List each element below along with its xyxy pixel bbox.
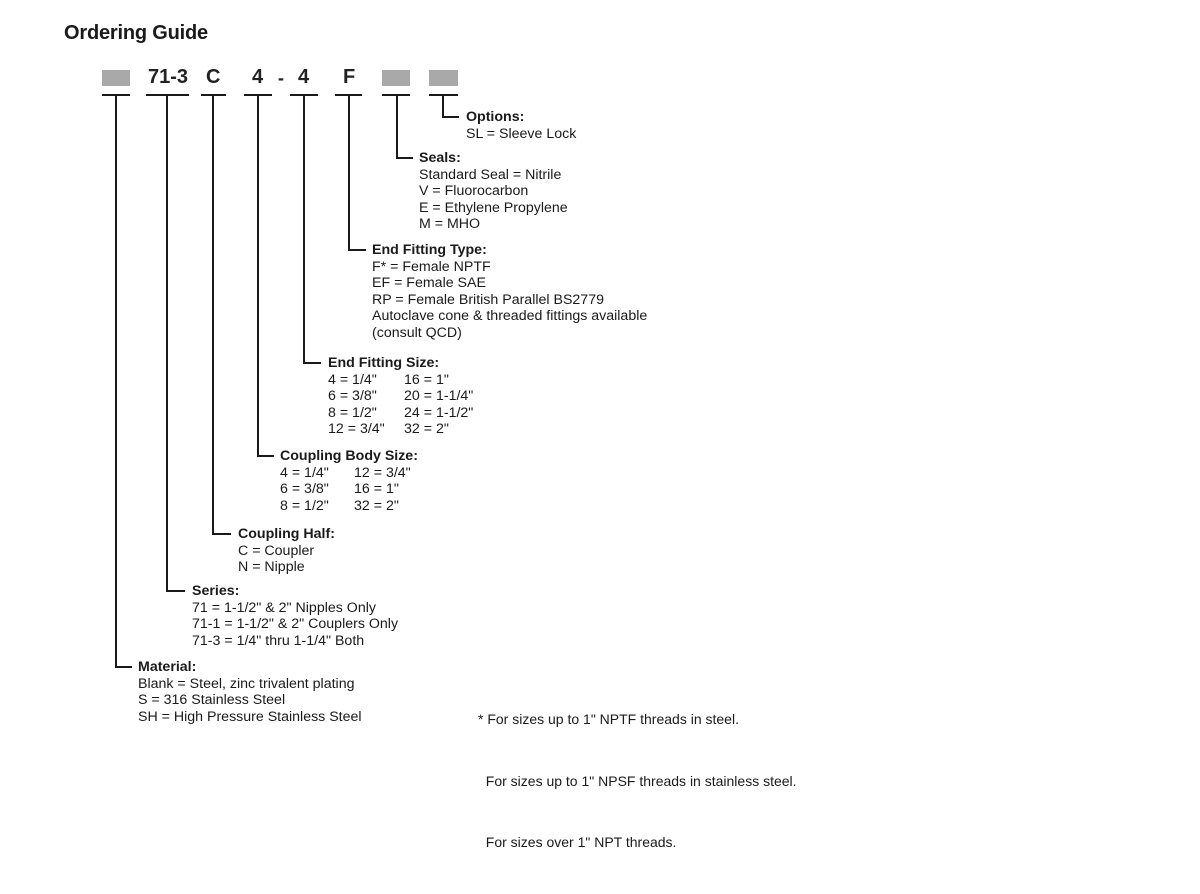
end-fitting-size-row: 8 = 1/2" 24 = 1-1/2" [328, 405, 473, 422]
size-cell: 12 = 3/4" [328, 421, 385, 438]
series-item: 71 = 1-1/2" & 2" Nipples Only [192, 599, 376, 616]
end-fitting-size-row: 4 = 1/4" 16 = 1" [328, 372, 473, 389]
end-fitting-type-block: End Fitting Type: F* = Female NPTF EF = … [372, 242, 647, 342]
page-title: Ordering Guide [64, 22, 208, 44]
footnote-line: * For sizes up to 1" NPTF threads in ste… [478, 711, 739, 727]
leader-seals [396, 95, 413, 159]
material-placeholder-box [102, 70, 130, 86]
end-fitting-size-row: 6 = 3/8" 20 = 1-1/4" [328, 388, 473, 405]
material-heading: Material: [138, 659, 197, 675]
leader-end-type [348, 95, 366, 251]
seals-item: M = MHO [419, 216, 481, 233]
end-fitting-type-heading: End Fitting Type: [372, 242, 487, 258]
material-item: Blank = Steel, zinc trivalent plating [138, 675, 355, 692]
code-series: 71-3 [148, 66, 189, 88]
end-fitting-type-item: EF = Female SAE [372, 275, 486, 292]
seals-item: Standard Seal = Nitrile [419, 166, 562, 183]
coupling-body-size-heading: Coupling Body Size: [280, 448, 418, 464]
options-placeholder-box [429, 70, 458, 86]
leader-series [166, 95, 185, 592]
material-block: Material: Blank = Steel, zinc trivalent … [138, 659, 362, 725]
material-item: S = 316 Stainless Steel [138, 692, 286, 709]
size-cell: 16 = 1" [354, 481, 399, 498]
size-cell: 8 = 1/2" [280, 497, 329, 514]
leader-end-size [303, 95, 321, 364]
size-cell: 20 = 1-1/4" [404, 388, 474, 405]
end-fitting-size-block: End Fitting Size: 4 = 1/4" 16 = 1" 6 = 3/… [328, 355, 473, 438]
size-cell: 4 = 1/4" [328, 371, 377, 388]
options-block: Options: SL = Sleeve Lock [466, 109, 576, 142]
size-cell: 6 = 3/8" [328, 388, 377, 405]
coupling-half-item: C = Coupler [238, 542, 315, 559]
size-cell: 24 = 1-1/2" [404, 404, 474, 421]
end-fitting-size-row: 12 = 3/4" 32 = 2" [328, 421, 473, 438]
coupling-body-size-row: 6 = 3/8" 16 = 1" [280, 481, 418, 498]
code-end-type: F [343, 66, 356, 88]
code-dash: - [278, 68, 284, 88]
series-heading: Series: [192, 583, 240, 599]
size-cell: 32 = 2" [354, 497, 399, 514]
size-cell: 8 = 1/2" [328, 404, 377, 421]
options-heading: Options: [466, 109, 525, 125]
options-item: SL = Sleeve Lock [466, 125, 577, 142]
size-cell: 12 = 3/4" [354, 464, 411, 481]
leader-half [212, 95, 231, 535]
coupling-half-heading: Coupling Half: [238, 526, 335, 542]
coupling-body-size-row: 8 = 1/2" 32 = 2" [280, 498, 418, 515]
footnote-line: For sizes over 1" NPT threads. [478, 834, 677, 850]
material-item: SH = High Pressure Stainless Steel [138, 708, 362, 725]
size-cell: 4 = 1/4" [280, 464, 329, 481]
end-fitting-type-item: Autoclave cone & threaded fittings avail… [372, 308, 648, 325]
end-fitting-type-item: F* = Female NPTF [372, 258, 491, 275]
ordering-guide-diagram: Ordering Guide 71-3 C 4 - 4 F Options: S… [64, 22, 797, 850]
size-cell: 6 = 3/8" [280, 481, 329, 498]
footnote: * For sizes up to 1" NPTF threads in ste… [478, 668, 797, 894]
footnote-line: For sizes up to 1" NPSF threads in stain… [478, 772, 797, 789]
connector-lines [102, 94, 459, 668]
seals-item: V = Fluorocarbon [419, 183, 529, 200]
seals-heading: Seals: [419, 150, 461, 166]
leader-options [442, 95, 459, 118]
series-item: 71-3 = 1/4" thru 1-1/4" Both [192, 632, 365, 649]
size-cell: 32 = 2" [404, 421, 449, 438]
coupling-body-size-block: Coupling Body Size: 4 = 1/4" 12 = 3/4" 6 … [280, 448, 418, 514]
coupling-half-item: N = Nipple [238, 559, 305, 576]
size-cell: 16 = 1" [404, 371, 449, 388]
series-item: 71-1 = 1-1/2" & 2" Couplers Only [192, 616, 399, 633]
leader-material [115, 95, 132, 668]
code-end-size: 4 [298, 66, 310, 88]
seals-placeholder-box [382, 70, 410, 86]
end-fitting-type-item: RP = Female British Parallel BS2779 [372, 291, 604, 308]
code-body-size: 4 [252, 66, 264, 88]
seals-block: Seals: Standard Seal = Nitrile V = Fluor… [419, 150, 568, 233]
code-half: C [206, 66, 221, 88]
end-fitting-type-item: (consult QCD) [372, 324, 462, 341]
coupling-half-block: Coupling Half: C = Coupler N = Nipple [238, 526, 335, 576]
seals-item: E = Ethylene Propylene [419, 199, 568, 216]
coupling-body-size-row: 4 = 1/4" 12 = 3/4" [280, 465, 418, 482]
series-block: Series: 71 = 1-1/2" & 2" Nipples Only 71… [192, 583, 398, 649]
end-fitting-size-heading: End Fitting Size: [328, 355, 440, 371]
leader-body-size [257, 95, 274, 457]
